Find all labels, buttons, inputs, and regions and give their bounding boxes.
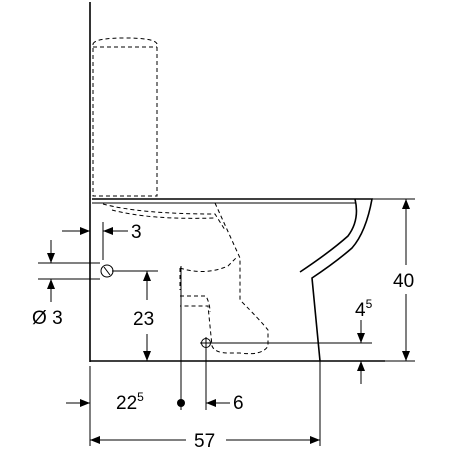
dim-outlet-height	[212, 320, 372, 384]
outlet-center-symbol	[200, 337, 212, 349]
dim-rear-offset-label: 3	[131, 222, 142, 243]
dim-outlet-height-label: 45	[355, 297, 373, 321]
dim-inlet-height	[112, 270, 158, 361]
dim-total-height	[372, 198, 415, 362]
dim-pipe-diameter-label: Ø 3	[32, 308, 63, 329]
dim-outlet-offset	[205, 349, 230, 410]
dim-total-height-label: 40	[393, 271, 414, 292]
dim-total-depth-label: 57	[194, 431, 215, 450]
dim-inlet-height-label: 23	[133, 309, 154, 330]
wall-and-floor	[89, 2, 385, 362]
dim-outlet-offset-label: 6	[233, 393, 244, 414]
dim-outlet-distance-label: 225	[116, 390, 144, 414]
dim-pipe-diameter	[38, 240, 100, 302]
dim-total-depth	[90, 361, 321, 446]
trap-channel-dashed	[102, 202, 269, 355]
cistern-outline	[92, 37, 158, 197]
dim-outlet-distance	[66, 266, 185, 446]
toilet-bowl-outline	[92, 198, 373, 362]
dim-rear-offset	[62, 222, 128, 260]
water-inlet-symbol	[100, 264, 114, 278]
